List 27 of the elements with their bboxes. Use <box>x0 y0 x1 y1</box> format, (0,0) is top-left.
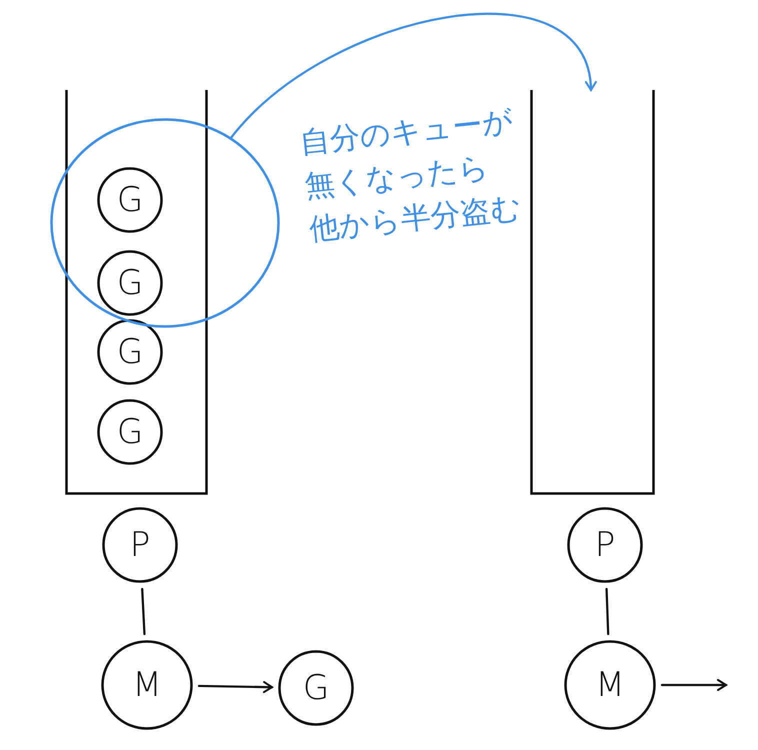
node-letter: G <box>116 266 144 300</box>
node-letter: P <box>130 528 150 562</box>
circle-node <box>97 319 163 385</box>
node-letter: G <box>116 415 144 449</box>
queue-box <box>530 90 655 495</box>
curved-arrow <box>230 12 596 138</box>
node-letter: G <box>116 183 144 217</box>
arrow <box>660 679 728 691</box>
circle-node <box>102 507 178 583</box>
circle-node <box>97 167 163 233</box>
circle-node <box>101 640 193 730</box>
node-letter: M <box>132 668 162 702</box>
connector-line <box>141 588 146 636</box>
handwritten-note: 自分のキューが無くなったら他から半分盗む <box>298 102 524 250</box>
selection-circle <box>50 118 280 328</box>
node-letter: P <box>594 528 616 562</box>
queue-box <box>65 90 208 495</box>
connector-line <box>605 588 610 636</box>
circle-node <box>567 507 643 583</box>
circle-node <box>278 650 354 726</box>
node-letter: G <box>302 671 330 705</box>
circle-node <box>97 250 163 316</box>
node-letter: G <box>116 335 144 369</box>
circle-node <box>97 399 163 465</box>
circle-node <box>564 640 656 730</box>
arrow <box>198 681 274 694</box>
node-letter: M <box>595 668 625 702</box>
